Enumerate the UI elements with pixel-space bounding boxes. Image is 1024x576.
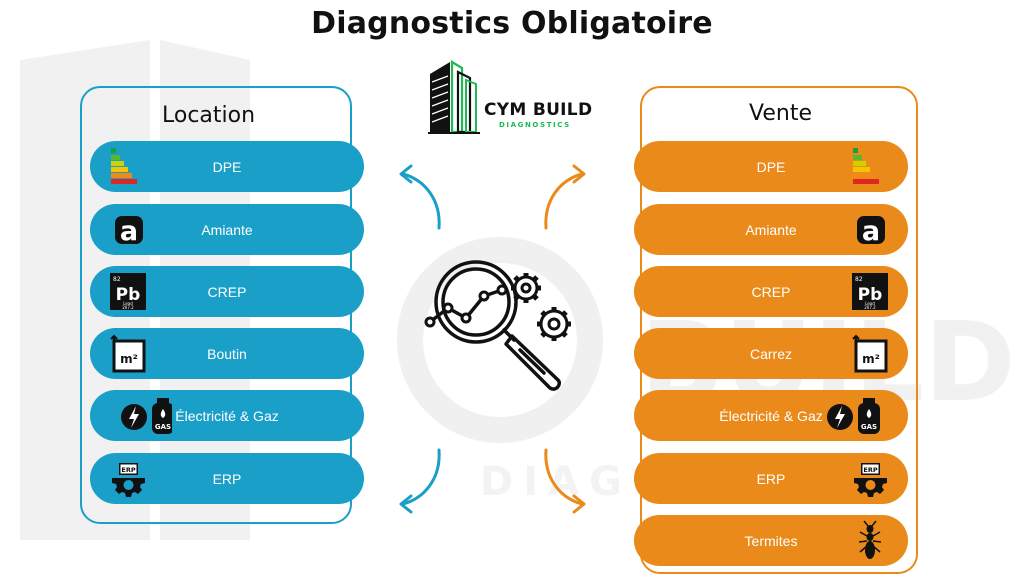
area-m2-icon: m² xyxy=(852,334,888,373)
erp-gear-icon: ERP xyxy=(854,463,887,497)
vente-panel xyxy=(640,86,918,574)
electricity-gas-icon: GAS xyxy=(827,398,880,434)
lead-pb-icon: 82 Pb Lead 207.2 xyxy=(852,273,888,310)
erp-gear-icon: ERP xyxy=(112,463,145,497)
vente-item-label: Carrez xyxy=(749,345,792,362)
vente-item-carrez: Carrez m² xyxy=(634,328,908,379)
svg-text:GAS: GAS xyxy=(861,423,877,431)
location-item-label: ERP xyxy=(212,470,242,487)
svg-text:Pb: Pb xyxy=(116,285,141,305)
location-item-label: Électricité & Gaz xyxy=(175,407,279,424)
svg-text:82: 82 xyxy=(855,276,863,283)
electricity-gas-icon: GAS xyxy=(121,398,172,434)
logo-subtitle: DIAGNOSTICS xyxy=(499,121,571,129)
svg-text:m²: m² xyxy=(862,352,880,366)
energy-rating-icon xyxy=(853,148,879,184)
location-item-label: Amiante xyxy=(201,221,253,238)
svg-text:m²: m² xyxy=(120,352,138,366)
svg-text:Lead: Lead xyxy=(123,301,133,306)
location-item-crep: 82 Pb Lead 207.2 CREP xyxy=(90,266,364,317)
arrow-to-vente-top xyxy=(544,164,586,230)
vente-item-label: ERP xyxy=(756,470,786,487)
area-m2-icon: m² xyxy=(110,334,146,373)
svg-text:207.2: 207.2 xyxy=(122,305,134,310)
vente-item-label: Électricité & Gaz xyxy=(719,407,823,424)
termite-icon xyxy=(858,520,882,559)
svg-text:a: a xyxy=(862,216,880,247)
asbestos-a-icon: a xyxy=(115,216,143,247)
svg-text:Pb: Pb xyxy=(858,285,883,305)
asbestos-a-icon: a xyxy=(857,216,885,247)
arrow-to-vente-bottom xyxy=(544,448,586,514)
vente-item-termites: Termites xyxy=(634,515,908,566)
vente-item-erp: ERP ERP xyxy=(634,453,908,504)
svg-text:ERP: ERP xyxy=(863,466,877,474)
location-item-label: DPE xyxy=(212,158,242,175)
location-item-amiante: a Amiante xyxy=(90,204,364,255)
location-item-dpe: DPE xyxy=(90,141,364,192)
location-item-electricite-gaz: GAS Électricité & Gaz xyxy=(90,390,364,441)
vente-item-label: Termites xyxy=(744,532,798,549)
vente-item-label: CREP xyxy=(751,283,791,300)
svg-text:GAS: GAS xyxy=(155,423,171,431)
vente-item-label: DPE xyxy=(756,158,786,175)
location-item-label: CREP xyxy=(207,283,247,300)
svg-text:82: 82 xyxy=(113,276,121,283)
location-item-boutin: m² Boutin xyxy=(90,328,364,379)
arrow-to-location-top xyxy=(399,164,441,230)
location-item-label: Boutin xyxy=(207,345,247,362)
vente-item-label: Amiante xyxy=(745,221,797,238)
location-title: Location xyxy=(162,103,256,128)
arrow-to-location-bottom xyxy=(399,448,441,514)
svg-text:ERP: ERP xyxy=(121,466,135,474)
vente-item-dpe: DPE xyxy=(634,141,908,192)
vente-item-amiante: Amiante a xyxy=(634,204,908,255)
page-title: Diagnostics Obligatoire xyxy=(311,6,713,41)
svg-text:Lead: Lead xyxy=(865,301,875,306)
vente-item-crep: CREP 82 Pb Lead 207.2 xyxy=(634,266,908,317)
logo-name: CYM BUILD xyxy=(484,100,593,120)
magnifier-analytics-icon xyxy=(424,260,571,391)
svg-text:a: a xyxy=(120,216,138,247)
vente-title: Vente xyxy=(749,101,812,126)
lead-pb-icon: 82 Pb Lead 207.2 xyxy=(110,273,146,310)
cym-build-logo xyxy=(428,60,480,134)
svg-text:207.2: 207.2 xyxy=(864,305,876,310)
energy-rating-icon xyxy=(111,148,137,184)
vente-item-electricite-gaz: Électricité & Gaz GAS xyxy=(634,390,908,441)
location-item-erp: ERP ERP xyxy=(90,453,364,504)
